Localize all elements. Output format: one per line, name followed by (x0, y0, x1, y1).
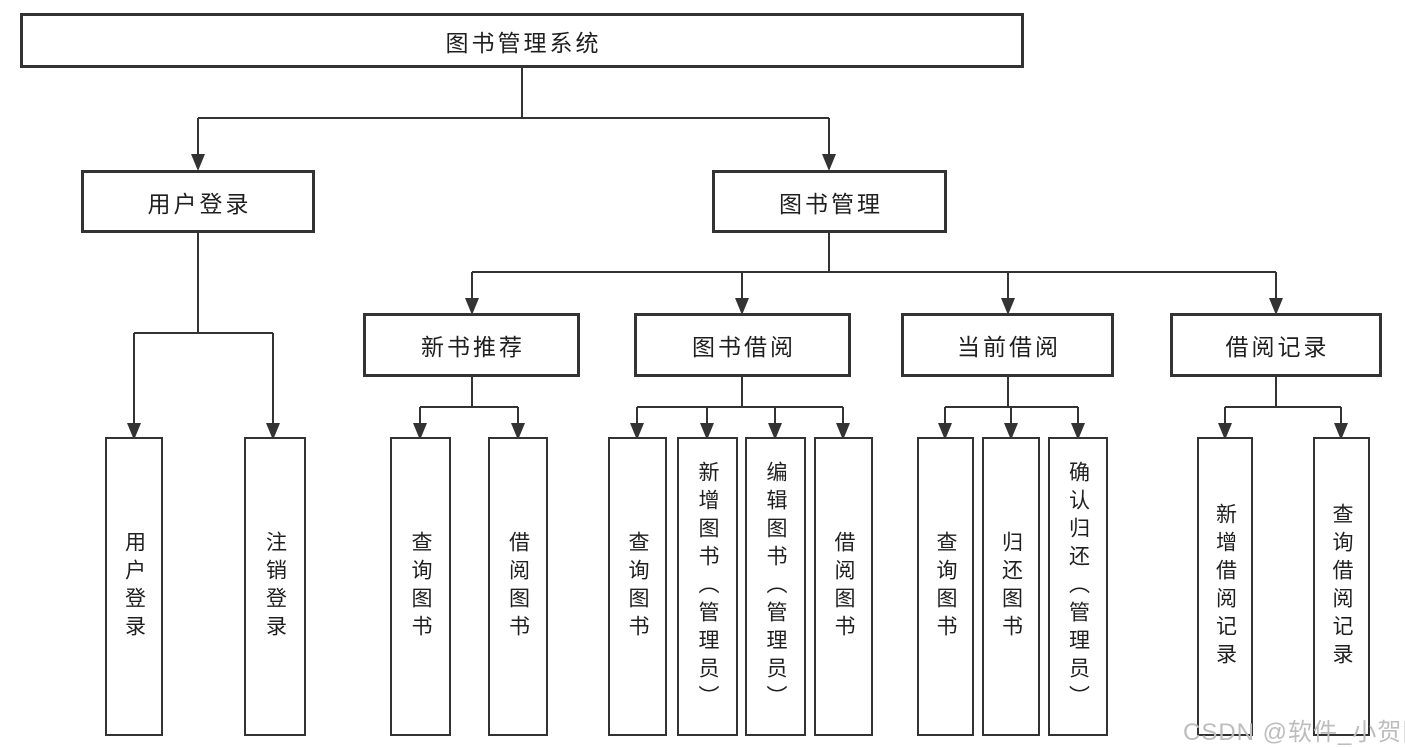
leaf-newbook-query-books: 查询图书 (390, 437, 451, 736)
leaf-records-add-record: 新增借阅记录 (1197, 437, 1253, 736)
node-book-borrow: 图书借阅 (634, 313, 851, 377)
leaf-records-query-record: 查询借阅记录 (1313, 437, 1370, 736)
connector-new-book-to-leaves (413, 377, 525, 440)
connector-user-login-to-leaves (127, 233, 280, 440)
leaf-current-confirm-return-admin: 确认归还（管理员） (1048, 437, 1108, 736)
leaf-borrow-borrow-books: 借阅图书 (814, 437, 873, 736)
leaf-borrow-edit-books-admin: 编辑图书（管理员） (745, 437, 806, 736)
csdn-watermark: CSDN @软件_小贺同学 (1183, 719, 1405, 746)
node-borrow-records: 借阅记录 (1170, 313, 1382, 377)
connector-borrow-records-to-leaves (1218, 377, 1348, 440)
leaf-user-login: 用户登录 (105, 437, 163, 736)
leaf-newbook-borrow-books: 借阅图书 (488, 437, 548, 736)
leaf-borrow-add-books-admin: 新增图书（管理员） (677, 437, 738, 736)
node-new-book-recommend: 新书推荐 (363, 313, 580, 377)
connector-root-to-level2 (191, 68, 836, 171)
node-user-login: 用户登录 (81, 170, 315, 233)
connector-current-borrow-to-leaves (938, 377, 1085, 440)
leaf-current-query-books: 查询图书 (917, 437, 974, 736)
node-library-system: 图书管理系统 (20, 13, 1024, 68)
leaf-borrow-query-books: 查询图书 (608, 437, 667, 736)
node-current-borrow: 当前借阅 (901, 313, 1114, 377)
leaf-logout: 注销登录 (244, 437, 306, 736)
node-book-management: 图书管理 (712, 170, 947, 233)
connector-book-borrow-to-leaves (630, 377, 850, 440)
leaf-current-return-books: 归还图书 (982, 437, 1040, 736)
connector-book-management-to-level3 (465, 233, 1283, 315)
